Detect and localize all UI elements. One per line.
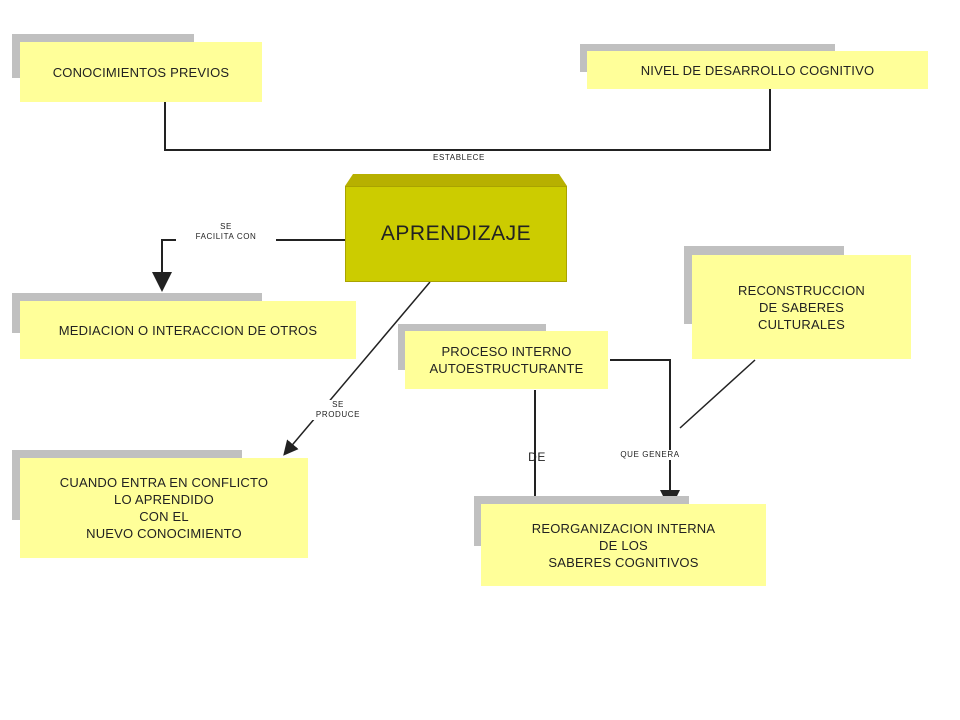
connector-establece <box>164 88 771 151</box>
node-label: PROCESO INTERNO AUTOESTRUCTURANTE <box>405 331 608 389</box>
link-label-se-facilita-con: SE FACILITA CON <box>176 222 276 242</box>
node-label: RECONSTRUCCION DE SABERES CULTURALES <box>692 255 911 359</box>
connector-se-produce <box>283 281 431 456</box>
link-label-de: DE <box>528 450 546 464</box>
link-label-se-produce: SE PRODUCE <box>298 400 378 420</box>
node-label: CONOCIMIENTOS PREVIOS <box>20 42 262 102</box>
node-label: CUANDO ENTRA EN CONFLICTO LO APRENDIDO C… <box>20 458 308 558</box>
node-label: NIVEL DE DESARROLLO COGNITIVO <box>587 51 928 89</box>
node-label: REORGANIZACION INTERNA DE LOS SABERES CO… <box>481 504 766 586</box>
central-node-bevel <box>345 174 567 186</box>
link-label-establece: ESTABLECE <box>414 152 504 163</box>
node-label: MEDIACION O INTERACCION DE OTROS <box>20 301 356 359</box>
connector-se-facilita-con <box>152 239 345 292</box>
connector-reconstruccion <box>679 359 756 429</box>
connector-que-genera <box>610 359 680 510</box>
central-node-aprendizaje: APRENDIZAJE <box>345 174 567 282</box>
central-node-label: APRENDIZAJE <box>345 186 567 282</box>
link-label-que-genera: QUE GENERA <box>600 450 700 460</box>
